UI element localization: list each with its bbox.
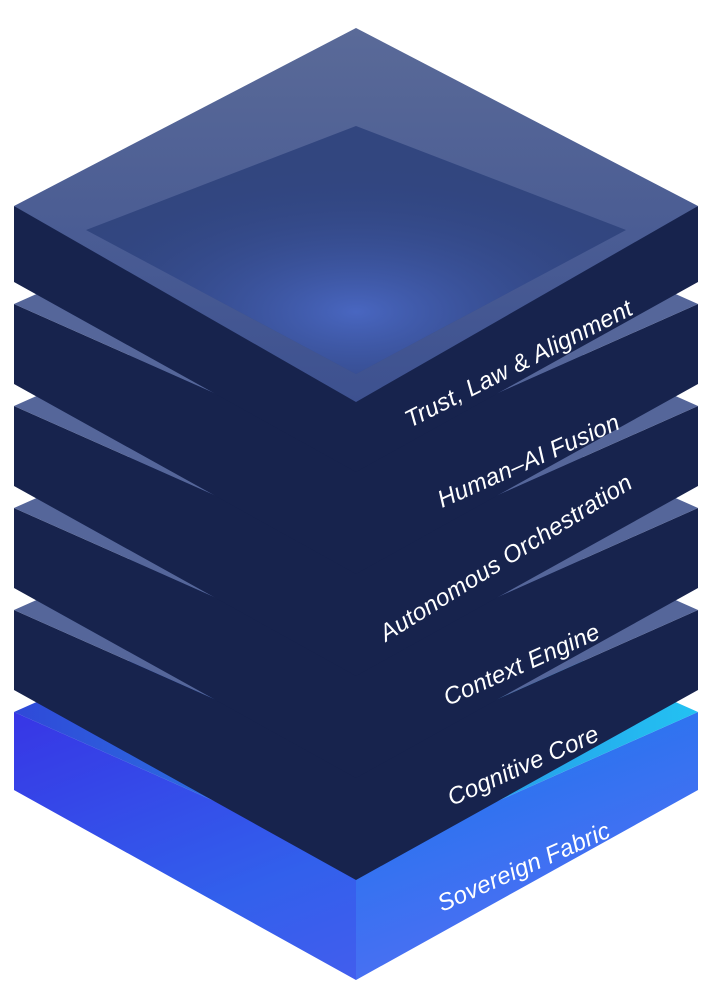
layer-trust-law-alignment: Trust, Law & Alignment xyxy=(14,28,698,472)
